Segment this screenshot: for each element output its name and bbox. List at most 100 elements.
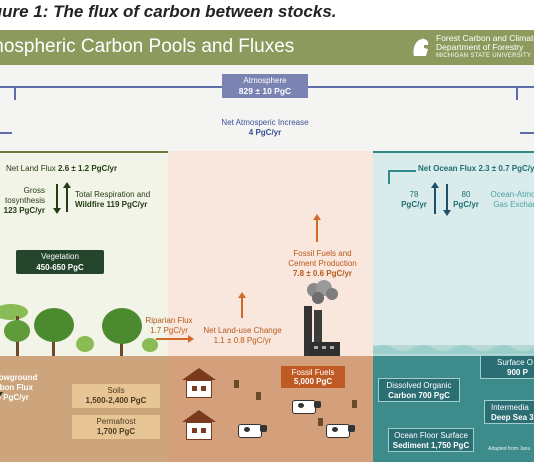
surface-ocean-value: 900 P bbox=[507, 368, 528, 377]
tree-icon bbox=[0, 304, 28, 320]
net-land-flux-value: 2.6 ± 1.2 PgC/yr bbox=[58, 164, 118, 173]
respiration-label: Total Respiration and bbox=[75, 190, 151, 199]
title-banner: mospheric Carbon Pools and Fluxes Forest… bbox=[0, 30, 534, 65]
cow-icon bbox=[292, 400, 321, 414]
permafrost-label: Permafrost bbox=[96, 417, 136, 426]
atmosphere-side-tick bbox=[0, 132, 12, 134]
sediment-label: Ocean Floor Surface bbox=[394, 431, 468, 440]
fossil-fuel-label: Cement Production bbox=[288, 259, 357, 268]
land-use-label: Net Land-use Change bbox=[203, 326, 282, 335]
fossil-fuels-pool-label: Fossil Fuels bbox=[291, 368, 335, 377]
ocean-flux-bracket-tick bbox=[388, 170, 390, 184]
ocean-flux-bracket bbox=[388, 170, 416, 172]
tree-icon bbox=[102, 308, 142, 344]
ocean-outgassing-arrow bbox=[431, 182, 439, 214]
deep-sea-pool: Intermedia Deep Sea 37, bbox=[484, 400, 534, 424]
atmosphere-bracket-tick bbox=[516, 86, 518, 100]
diagram-title: mospheric Carbon Pools and Fluxes bbox=[0, 36, 295, 57]
house-icon bbox=[182, 410, 216, 440]
dept-line: Forest Carbon and Climate P bbox=[436, 33, 534, 43]
ocean-release-value: 80 bbox=[461, 190, 471, 199]
respiration-flux: Total Respiration and Wildfire 119 PgC/y… bbox=[75, 190, 165, 210]
atmosphere-bracket-right bbox=[308, 86, 534, 88]
belowground-label: arbon Flux bbox=[0, 383, 33, 392]
atmosphere-value: 829 ± 10 PgC bbox=[238, 86, 292, 96]
soils-label: Soils bbox=[107, 386, 125, 395]
fossil-fuels-pool-value: 5,000 PgC bbox=[293, 377, 333, 386]
ocean-uptake-unit: PgC/yr bbox=[401, 200, 427, 209]
ocean-uptake-arrow bbox=[443, 184, 451, 216]
net-ocean-flux: Net Ocean Flux 2.3 ± 0.7 PgC/yr bbox=[418, 164, 534, 173]
spartan-helmet-icon bbox=[413, 38, 429, 56]
land-use-value: 1.1 ± 0.8 PgC/yr bbox=[213, 336, 272, 345]
land-use-panel bbox=[168, 151, 373, 356]
dissolved-organic-carbon-pool: Dissolved Organic Carbon 700 PgC bbox=[378, 378, 460, 402]
net-land-use-change: Net Land-use Change 1.1 ± 0.8 PgC/yr bbox=[200, 326, 285, 346]
dept-line: Department of Forestry bbox=[436, 42, 524, 52]
exchange-label: Gas Exchan bbox=[493, 200, 534, 209]
tree-trunk bbox=[52, 330, 55, 356]
ocean-waves bbox=[373, 345, 534, 354]
riparian-arrow bbox=[156, 335, 194, 343]
belowground-value: 80 PgC/yr bbox=[0, 393, 29, 402]
soils-value: 1,500-2,400 PgC bbox=[85, 396, 147, 405]
soils-pool: Soils 1,500-2,400 PgC bbox=[72, 384, 160, 408]
tree-icon bbox=[142, 338, 158, 352]
land-use-arrow bbox=[238, 292, 246, 318]
vegetation-pool: Vegetation 450-650 PgC bbox=[16, 250, 104, 274]
photosynthesis-arrow bbox=[53, 184, 61, 214]
ocean-uptake-flux: 78 PgC/yr bbox=[394, 190, 434, 210]
atmosphere-pool: Atmosphere 829 ± 10 PgC bbox=[222, 74, 308, 98]
cow-icon bbox=[238, 424, 267, 438]
fossil-fuel-arrow bbox=[313, 214, 321, 242]
gross-value: 123 PgC/yr bbox=[3, 206, 45, 215]
net-atmospheric-label: Net Atmosperic Increase bbox=[221, 118, 309, 127]
fossil-fuels-pool: Fossil Fuels 5,000 PgC bbox=[281, 366, 345, 388]
net-atmospheric-increase: Net Atmosperic Increase 4 PgC/yr bbox=[165, 118, 365, 138]
deep-sea-label: Intermedia bbox=[491, 403, 529, 412]
atmosphere-bracket-left bbox=[0, 86, 222, 88]
exchange-label: Ocean-Atmos bbox=[490, 190, 534, 199]
figure-caption: igure 1: The flux of carbon between stoc… bbox=[0, 2, 337, 21]
net-land-flux-label: Net Land Flux bbox=[6, 164, 59, 173]
vegetation-value: 450-650 PgC bbox=[36, 262, 84, 272]
ocean-panel bbox=[373, 151, 534, 356]
surface-ocean-label: Surface O bbox=[497, 358, 534, 367]
net-land-flux: Net Land Flux 2.6 ± 1.2 PgC/yr bbox=[6, 164, 117, 174]
dept-line: MICHIGAN STATE UNIVERSITY bbox=[436, 53, 532, 59]
tree-icon bbox=[76, 336, 94, 352]
factory-icon bbox=[304, 280, 340, 358]
tree-stump-icon bbox=[318, 418, 323, 426]
gross-label: Gross bbox=[23, 186, 45, 195]
tree-stump-icon bbox=[234, 380, 239, 388]
tree-stump-icon bbox=[352, 400, 357, 408]
ocean-sediment-pool: Ocean Floor Surface Sediment 1,750 PgC bbox=[388, 428, 474, 452]
doc-value: Carbon 700 PgC bbox=[388, 391, 450, 400]
ocean-atmosphere-exchange: Ocean-Atmos Gas Exchan bbox=[480, 190, 534, 210]
vegetation-label: Vegetation bbox=[41, 252, 79, 261]
atmosphere-label: Atmosphere bbox=[243, 76, 287, 85]
department-credit: Forest Carbon and Climate P Department o… bbox=[436, 34, 534, 61]
atmosphere-bracket-tick bbox=[14, 86, 16, 100]
tree-icon bbox=[34, 308, 74, 342]
riparian-value: 1.7 PgC/yr bbox=[150, 326, 188, 335]
doc-label: Dissolved Organic bbox=[386, 381, 452, 390]
net-atmospheric-value: 4 PgC/yr bbox=[248, 128, 282, 137]
permafrost-pool: Permafrost 1,700 PgC bbox=[72, 415, 160, 439]
permafrost-value: 1,700 PgC bbox=[96, 427, 136, 436]
ocean-release-unit: PgC/yr bbox=[453, 200, 479, 209]
riparian-label: Riparian Flux bbox=[145, 316, 193, 325]
respiration-value: Wildfire 119 PgC/yr bbox=[75, 200, 148, 209]
belowground-carbon-flux: elowground arbon Flux 80 PgC/yr bbox=[0, 373, 62, 403]
gross-label: tosynthesis bbox=[4, 196, 45, 205]
fossil-fuel-value: 7.8 ± 0.6 PgC/yr bbox=[292, 269, 353, 278]
house-icon bbox=[182, 368, 216, 398]
tree-trunk bbox=[120, 334, 123, 356]
surface-ocean-pool: Surface O 900 P bbox=[480, 355, 534, 379]
belowground-label: elowground bbox=[0, 373, 38, 382]
deep-sea-value: Deep Sea 37, bbox=[491, 413, 534, 422]
atmosphere-side-tick bbox=[520, 132, 534, 134]
gross-photosynthesis: Gross tosynthesis 123 PgC/yr bbox=[0, 186, 45, 216]
respiration-arrow bbox=[63, 182, 71, 212]
tree-stump-icon bbox=[256, 392, 261, 400]
